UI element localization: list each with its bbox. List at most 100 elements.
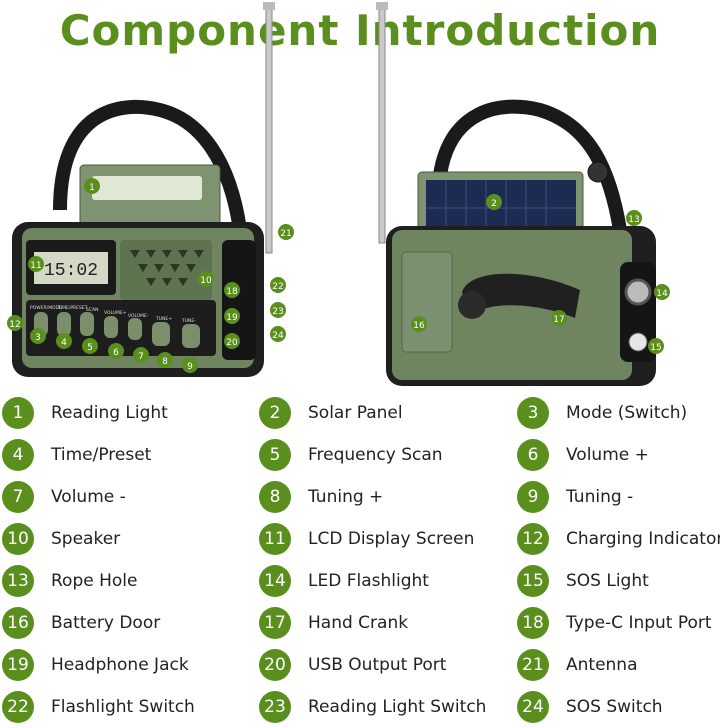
legend-number: 1 bbox=[2, 397, 34, 429]
legend-label: Charging Indicator bbox=[566, 529, 720, 549]
legend-number: 13 bbox=[2, 565, 34, 597]
legend-label: Tuning - bbox=[566, 487, 634, 507]
legend-number: 9 bbox=[517, 481, 549, 513]
callout-11 bbox=[28, 256, 44, 272]
legend-item-usb-output: 20 USB Output Port bbox=[259, 644, 446, 686]
callout-16-label: 16 bbox=[413, 321, 425, 331]
legend-number: 21 bbox=[517, 649, 549, 681]
callout-7-label: 7 bbox=[138, 352, 144, 362]
legend-label: Hand Crank bbox=[308, 613, 409, 633]
callout-1 bbox=[84, 178, 100, 194]
legend-label: LED Flashlight bbox=[308, 571, 429, 591]
legend-label: Antenna bbox=[566, 655, 638, 675]
legend-number: 24 bbox=[517, 691, 549, 723]
legend-number: 8 bbox=[259, 481, 291, 513]
callout-13-label: 13 bbox=[628, 215, 639, 225]
callout-15-label: 15 bbox=[650, 343, 661, 353]
callout-15 bbox=[648, 338, 664, 354]
legend-label: Solar Panel bbox=[308, 403, 403, 423]
callout-12-label: 12 bbox=[9, 320, 20, 330]
callout-20 bbox=[224, 333, 240, 349]
callout-8-label: 8 bbox=[162, 357, 168, 367]
legend-number: 19 bbox=[2, 649, 34, 681]
callout-20-label: 20 bbox=[226, 338, 238, 348]
callout-10-label: 10 bbox=[200, 276, 212, 286]
callout-18 bbox=[224, 282, 240, 298]
legend-number: 6 bbox=[517, 439, 549, 471]
callout-16 bbox=[411, 316, 427, 332]
legend-number: 11 bbox=[259, 523, 291, 555]
legend-label: Headphone Jack bbox=[51, 655, 189, 675]
callout-2-label: 2 bbox=[491, 199, 497, 209]
legend-label: Speaker bbox=[51, 529, 121, 549]
callout-14-label: 14 bbox=[656, 289, 668, 299]
callout-6 bbox=[108, 343, 124, 359]
legend-item-time-preset: 4 Time/Preset bbox=[2, 434, 151, 476]
legend-item-antenna: 21 Antenna bbox=[517, 644, 638, 686]
label-vol-minus: VOLUME- bbox=[128, 313, 149, 319]
legend-item-type-c-port: 18 Type-C Input Port bbox=[517, 602, 712, 644]
page-title: Component Introduction bbox=[59, 6, 661, 55]
legend-label: Reading Light Switch bbox=[308, 697, 487, 717]
legend-item-tuning-plus: 8 Tuning + bbox=[259, 476, 383, 518]
callout-3 bbox=[30, 328, 46, 344]
callout-23-label: 23 bbox=[272, 307, 283, 317]
legend-label: Type-C Input Port bbox=[566, 613, 712, 633]
legend-item-sos-switch: 24 SOS Switch bbox=[517, 686, 663, 728]
legend-number: 18 bbox=[517, 607, 549, 639]
legend-label: Frequency Scan bbox=[308, 445, 443, 465]
callout-12 bbox=[7, 315, 23, 331]
legend-number: 20 bbox=[259, 649, 291, 681]
legend-number: 17 bbox=[259, 607, 291, 639]
legend-item-reading-light: 1 Reading Light bbox=[2, 392, 168, 434]
callout-11-label: 11 bbox=[30, 261, 41, 271]
legend-label: SOS Switch bbox=[566, 697, 663, 717]
callout-8 bbox=[157, 352, 173, 368]
label-scan: SCAN bbox=[86, 307, 98, 313]
label-mode: POWER/MODE bbox=[30, 305, 62, 311]
legend-label: Mode (Switch) bbox=[566, 403, 688, 423]
legend-label: SOS Light bbox=[566, 571, 649, 591]
callout-24-label: 24 bbox=[272, 331, 284, 341]
legend-number: 4 bbox=[2, 439, 34, 471]
callout-17 bbox=[551, 310, 567, 326]
legend-number: 22 bbox=[2, 691, 34, 723]
callout-6-label: 6 bbox=[113, 348, 119, 358]
label-vol-plus: VOLUME+ bbox=[104, 310, 127, 316]
radio-drawing: 15:02 POWER/MODE TIME/PRESET SCAN VOLUME… bbox=[7, 2, 670, 386]
product-illustration: 15:02 POWER/MODE TIME/PRESET SCAN VOLUME… bbox=[7, 2, 670, 386]
legend-label: Volume - bbox=[51, 487, 126, 507]
legend-label: Tuning + bbox=[308, 487, 384, 507]
legend-number: 5 bbox=[259, 439, 291, 471]
label-time: TIME/PRESET bbox=[57, 305, 88, 311]
legend-label: Time/Preset bbox=[51, 445, 152, 465]
callout-4-label: 4 bbox=[61, 338, 67, 348]
legend-label: Flashlight Switch bbox=[51, 697, 195, 717]
legend-number: 23 bbox=[259, 691, 291, 723]
legend-item-frequency-scan: 5 Frequency Scan bbox=[259, 434, 443, 476]
callout-24 bbox=[270, 326, 286, 342]
legend-number: 3 bbox=[517, 397, 549, 429]
callout-22-label: 22 bbox=[272, 282, 283, 292]
legend-label: Reading Light bbox=[51, 403, 168, 423]
callout-21-label: 21 bbox=[280, 229, 291, 239]
legend-number: 7 bbox=[2, 481, 34, 513]
legend-label: Volume + bbox=[566, 445, 649, 465]
callout-19-label: 19 bbox=[226, 313, 238, 323]
callout-17-label: 17 bbox=[553, 315, 564, 325]
legend-label: USB Output Port bbox=[308, 655, 447, 675]
callout-14 bbox=[654, 284, 670, 300]
callout-1-label: 1 bbox=[89, 183, 95, 193]
radio-back bbox=[376, 2, 656, 386]
legend-number: 15 bbox=[517, 565, 549, 597]
legend-item-reading-light-switch: 23 Reading Light Switch bbox=[259, 686, 486, 728]
callout-2 bbox=[486, 194, 502, 210]
callout-3-label: 3 bbox=[35, 333, 41, 343]
legend-item-volume-plus: 6 Volume + bbox=[517, 434, 649, 476]
label-tune-plus: TUNE+ bbox=[155, 316, 172, 322]
